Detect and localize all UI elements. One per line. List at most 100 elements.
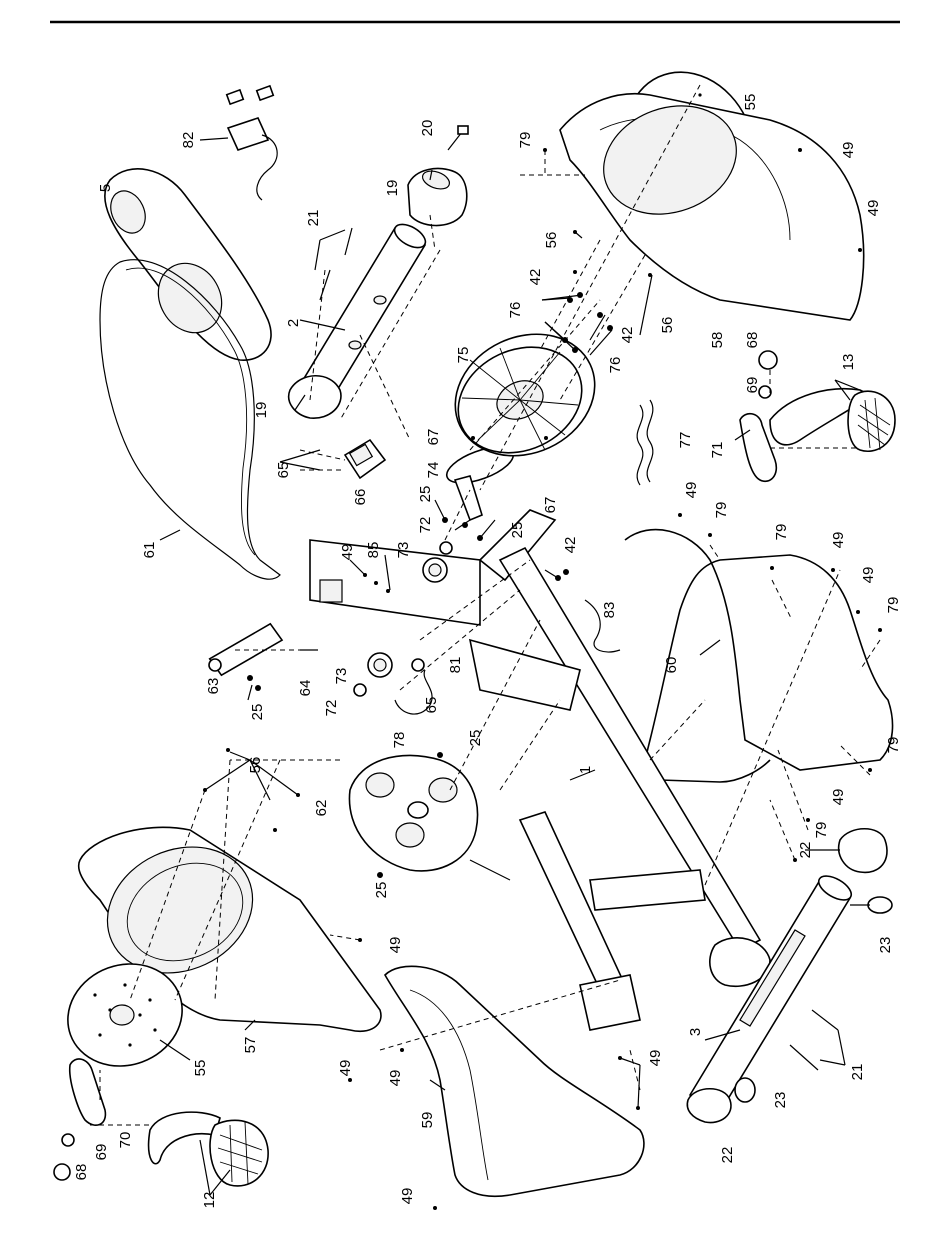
label-25-c: 25 [249,704,266,721]
label-79-e: 79 [885,737,902,754]
bearing-part-73-right [423,558,447,582]
label-56-c: 56 [247,757,264,774]
label-25-d: 25 [467,730,484,747]
clip-part-72-right [440,542,452,554]
label-56-b: 56 [659,317,676,334]
label-76-b: 76 [607,357,624,374]
label-42-a: 42 [562,537,579,554]
label-65-bottom: 65 [423,697,440,714]
label-60: 60 [663,657,680,674]
end-cap-part-22-top [839,829,887,873]
label-62: 62 [313,800,330,817]
label-67-top: 67 [425,429,442,446]
label-67-bottom: 67 [542,497,559,514]
bolts-part-21-bottom [790,1010,838,1070]
leveler-part-23-bottom [735,1078,755,1102]
label-66: 66 [352,489,369,506]
power-adapter-part-82 [227,86,277,200]
nut-part-68-right [759,351,777,369]
label-79-b: 79 [713,502,730,519]
label-1: 1 [577,766,594,774]
label-49-l: 49 [399,1188,416,1205]
pulley-part-75 [435,312,615,478]
label-49-b: 49 [840,142,857,159]
label-72-top: 72 [417,517,434,534]
flywheel-part-62 [349,755,510,880]
label-12: 12 [201,1192,218,1209]
label-61: 61 [141,542,158,559]
label-64: 64 [297,680,314,697]
label-49-c: 49 [865,200,882,217]
label-58: 58 [709,332,726,349]
label-65-top: 65 [275,462,292,479]
label-49-h: 49 [387,937,404,954]
label-22-top: 22 [797,842,814,859]
label-25-b: 25 [509,522,526,539]
label-42-b: 42 [527,269,544,286]
label-49-g: 49 [830,789,847,806]
label-49-k: 49 [387,1070,404,1087]
label-70: 70 [117,1132,134,1149]
right-pedal-part-13 [770,389,895,452]
right-shield-part-58 [560,88,864,320]
label-79-f: 79 [813,822,830,839]
label-74: 74 [425,462,442,479]
clip-part-72-left [354,684,366,696]
label-73-top: 73 [395,542,412,559]
bolts-part-21-top [320,228,352,300]
label-83: 83 [601,602,618,619]
magnet-part-81 [412,659,424,671]
end-cap-part-19-top [408,168,467,226]
label-49-a: 49 [339,544,356,561]
end-cap-part-22-bottom [687,1089,731,1123]
label-49-j: 49 [337,1060,354,1077]
label-79-a: 79 [517,132,534,149]
label-82: 82 [180,132,197,149]
label-59: 59 [419,1112,436,1129]
nut-part-68-left [54,1164,70,1180]
label-42-c: 42 [619,327,636,344]
left-pedal-part-12 [149,1112,269,1186]
label-63: 63 [205,678,222,695]
label-49-i: 49 [647,1050,664,1067]
label-2: 2 [285,319,302,327]
label-23-top: 23 [877,937,894,954]
label-79-d: 79 [885,597,902,614]
label-69-right: 69 [744,377,761,394]
label-13: 13 [840,354,857,371]
label-55-top: 55 [742,94,759,111]
label-21-top: 21 [305,210,322,227]
label-55-bottom: 55 [192,1060,209,1077]
label-56-a: 56 [543,232,560,249]
end-cap-part-19-bottom [289,376,341,418]
leveler-part-23-top [850,897,892,913]
label-20: 20 [419,120,436,137]
label-72-bottom: 72 [323,700,340,717]
label-23-bottom: 23 [772,1092,789,1109]
wire-harness-part-77 [637,400,653,485]
label-76-a: 76 [507,302,524,319]
washer-part-69-left [62,1134,74,1146]
label-19-top: 19 [384,180,401,197]
label-49-e: 49 [830,532,847,549]
bolt-part-20 [448,126,468,150]
label-73-bottom: 73 [333,668,350,685]
label-25-e: 25 [373,882,390,899]
label-19-bottom: 19 [253,402,270,419]
label-81: 81 [447,657,464,674]
label-69-left: 69 [93,1144,110,1161]
bearing-part-73-left [368,653,392,677]
label-77: 77 [677,432,694,449]
label-85: 85 [365,542,382,559]
label-68-left: 68 [73,1164,90,1181]
label-57: 57 [242,1037,259,1054]
label-25-a: 25 [417,486,434,503]
upright-cover-part-5 [104,169,271,360]
label-5: 5 [97,184,114,192]
label-3: 3 [687,1028,704,1036]
resistance-motor-part-66 [345,440,385,478]
label-75: 75 [455,347,472,364]
label-21-bottom: 21 [849,1064,866,1081]
label-22-bottom: 22 [719,1147,736,1164]
